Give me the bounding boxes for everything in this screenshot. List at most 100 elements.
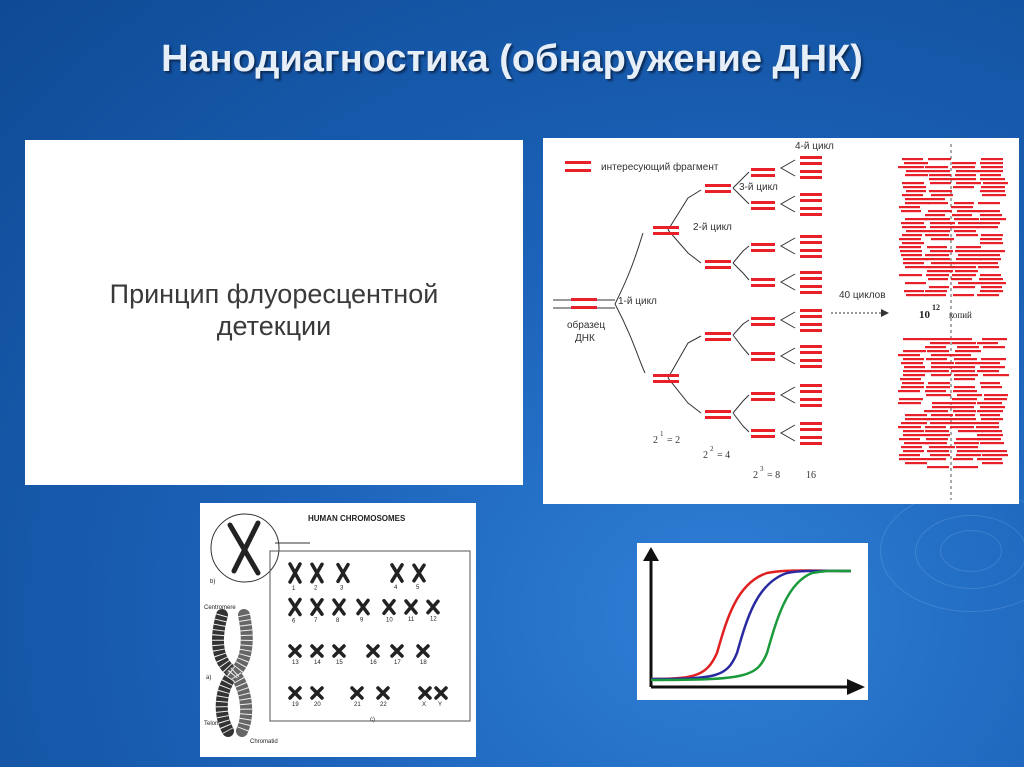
dna-copy-strand xyxy=(957,346,979,349)
dna-copy-strand xyxy=(977,370,999,373)
chromosome-number: 14 xyxy=(314,660,321,666)
dna-copy-strand xyxy=(905,218,928,221)
label-c: c) xyxy=(370,717,375,723)
count1-exp: 1 xyxy=(660,430,664,438)
chromosome-number: 6 xyxy=(292,619,296,625)
chromosome-glyph xyxy=(434,686,448,700)
dna-copy-strand xyxy=(925,214,945,217)
dna-copy-strand xyxy=(929,446,955,449)
dna-copy-strand xyxy=(926,386,950,389)
centromere-label: Centromere xyxy=(204,605,236,611)
dna-copy-strand xyxy=(978,202,1000,205)
chromosome-number: 1 xyxy=(292,586,296,592)
caption-line-2: детекции xyxy=(216,311,332,341)
dna-copy-strand xyxy=(979,250,1005,253)
chromosome-number: Y xyxy=(438,702,442,708)
dna-copy-strand xyxy=(902,242,924,245)
dna-copy-strand xyxy=(927,350,949,353)
dna-copy-strand xyxy=(931,414,953,417)
dna-copy-strand xyxy=(925,254,949,257)
chromosome-number: 16 xyxy=(370,660,377,666)
dna-copy-strand xyxy=(906,190,926,193)
chromatid-pair-icon xyxy=(212,609,253,737)
dna-copy-strand xyxy=(956,446,978,449)
count1-base: 2 xyxy=(653,435,658,446)
dna-copy-strand xyxy=(903,350,926,353)
dna-copy-strand xyxy=(903,434,926,437)
amplification-curves-chart xyxy=(637,543,868,700)
dna-copy-strand xyxy=(977,362,1000,365)
dna-copy-strand xyxy=(958,254,980,257)
dna-copy-strand xyxy=(925,458,946,461)
dna-copy-strand xyxy=(957,210,981,213)
fluorescence-detection-panel: Принцип флуоресцентной детекции xyxy=(25,140,523,485)
dna-copy-strand xyxy=(955,174,976,177)
count1-value: = 2 xyxy=(667,435,680,446)
dna-copy-strand xyxy=(927,270,953,273)
dna-copy-strand xyxy=(984,398,1007,401)
dna-copy-strand xyxy=(903,450,924,453)
dna-copy-strand xyxy=(931,354,955,357)
chromosomes-title: HUMAN CHROMOSOMES xyxy=(308,514,406,523)
dna-copy-strand xyxy=(931,366,952,369)
copies-exponent: 12 xyxy=(932,303,940,312)
chromosome-glyph xyxy=(376,686,390,700)
label-b: b) xyxy=(210,579,215,585)
dna-copy-strand xyxy=(953,410,976,413)
chromosome-number: 20 xyxy=(314,702,321,708)
dna-copy-strand xyxy=(905,202,930,205)
dna-copy-strand xyxy=(953,286,975,289)
karyotype-box xyxy=(269,550,471,722)
dna-copy-strand xyxy=(929,178,953,181)
background-ripple xyxy=(880,490,1024,612)
chromosome-glyph xyxy=(356,598,370,616)
dna-copy-strand xyxy=(981,166,1003,169)
dna-copy-strand xyxy=(982,194,1006,197)
dna-copy-strand xyxy=(899,206,920,209)
dna-copy-strand xyxy=(899,238,921,241)
dna-copy-strand xyxy=(976,426,999,429)
dna-copy-strand xyxy=(925,294,946,297)
dna-copy-strand xyxy=(932,402,952,405)
dna-copy-strand xyxy=(904,162,928,165)
amplified-copies-top xyxy=(898,158,1008,297)
dna-copy-strand xyxy=(958,222,982,225)
chromosome-glyph xyxy=(288,686,302,700)
dna-copy-strand xyxy=(954,442,979,445)
dna-copy-strand xyxy=(956,170,978,173)
dna-copy-strand xyxy=(928,278,948,281)
cycle1-label: 1-й цикл xyxy=(618,296,657,307)
chromatid-label: Chromatid xyxy=(250,739,278,745)
dna-copy-strand xyxy=(927,450,949,453)
chromosome-number: 13 xyxy=(292,660,299,666)
dna-copy-strand xyxy=(925,430,949,433)
chromosome-glyph xyxy=(336,562,350,584)
fluorescence-caption: Принцип флуоресцентной детекции xyxy=(25,278,523,342)
dna-copy-strand xyxy=(901,362,923,365)
dna-copy-strand xyxy=(902,182,924,185)
dna-copy-strand xyxy=(981,386,1002,389)
chromosome-glyph xyxy=(288,597,302,617)
cycle4-label: 4-й цикл xyxy=(795,141,834,152)
dna-copy-strand xyxy=(977,434,1003,437)
dna-copy-strand xyxy=(901,210,921,213)
dna-copy-strand xyxy=(950,354,971,357)
dna-copy-strand xyxy=(978,422,999,425)
dna-copy-strand xyxy=(925,390,946,393)
sample-dna-strand xyxy=(553,298,615,309)
dna-copy-strand xyxy=(924,410,948,413)
dna-copy-strand xyxy=(927,246,947,249)
dna-copy-strand xyxy=(980,178,1005,181)
dna-copy-strand xyxy=(930,182,951,185)
dna-copy-strand xyxy=(956,234,978,237)
cycle2-label: 2-й цикл xyxy=(693,222,732,233)
count4-value: 16 xyxy=(806,470,816,481)
legend-fragment-icon xyxy=(565,161,591,172)
dna-copy-strand xyxy=(905,462,927,465)
dna-copy-strand xyxy=(952,342,976,345)
dna-copy-strand xyxy=(925,426,946,429)
dna-copy-strand xyxy=(955,350,981,353)
legend-label: интересующий фрагмент xyxy=(601,161,719,173)
dna-copy-strand xyxy=(980,214,1002,217)
